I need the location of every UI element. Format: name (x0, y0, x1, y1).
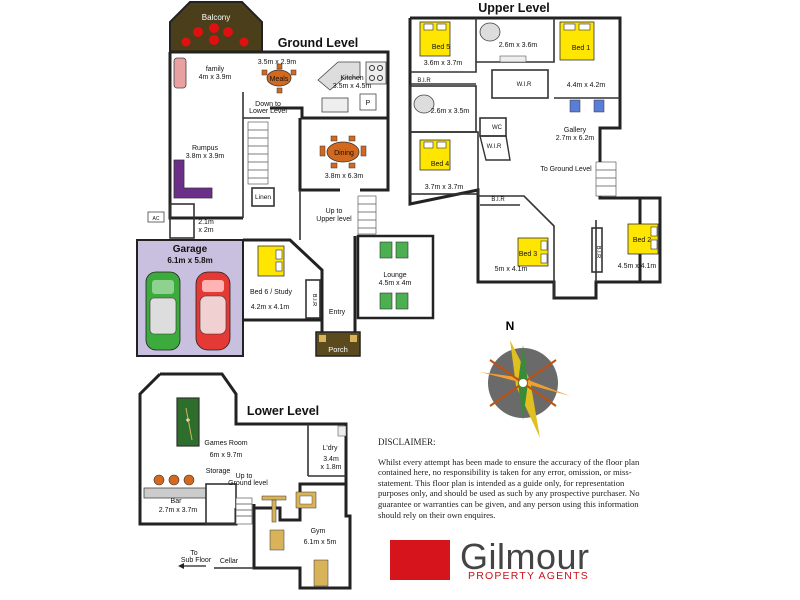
bed4-size: 3.7m x 3.7m (425, 184, 464, 191)
gallery-label: Gallery (564, 127, 587, 134)
meals-size: 3.5m x 2.9m (258, 59, 297, 66)
bar-label: Bar (171, 498, 183, 505)
upper-stairs (595, 161, 617, 197)
disclaimer: DISCLAIMER: Whilst every attempt has bee… (378, 437, 648, 520)
bed6-size: 4.2m x 4.1m (251, 304, 290, 311)
linen-label: Linen (255, 194, 271, 201)
laundry-size-1: 3.4m (323, 456, 339, 463)
gym-label: Gym (311, 528, 326, 535)
logo-name: Gilmour (460, 536, 590, 577)
upper-level: Upper Level Bed 5 3.6m x 3.7m B.I.R 2.6m… (408, 1, 662, 300)
pantry-label: P (366, 100, 371, 107)
balcony-label: Balcony (202, 13, 230, 22)
kitchen-size: 3.5m x 4.5m (333, 83, 372, 90)
gym-size: 6.1m x 5m (304, 539, 337, 546)
up-upper-2: Upper level (316, 216, 352, 223)
ground-level-title: Ground Level (278, 36, 359, 50)
garage-label: Garage (173, 244, 208, 255)
bar-size: 2.7m x 3.7m (159, 507, 198, 514)
upper-level-title: Upper Level (478, 1, 550, 15)
lower-stairs (235, 497, 253, 525)
to-ground-label: To Ground Level (540, 166, 592, 173)
gilmour-logo: Gilmour PROPERTY AGENTS (390, 536, 620, 585)
logo-tagline: PROPERTY AGENTS (468, 570, 589, 582)
bed2-size: 4.5m x 4.1m (618, 263, 657, 270)
family-size: 4m x 3.9m (199, 74, 232, 81)
bed4-label: Bed 4 (431, 161, 449, 168)
ground-level: Balcony P Ground Level family 4m x 3.9m … (136, 1, 435, 357)
down-lower-2: Lower Level (249, 108, 287, 115)
red-car (195, 271, 231, 351)
wir1-label: W.I.R (517, 82, 532, 88)
kitchen-label: Kitchen (340, 75, 363, 82)
entry-label: Entry (329, 309, 346, 316)
sub-floor-1: To (190, 550, 198, 557)
ac-label: AC (153, 216, 160, 222)
up-ground-1: Up to (236, 473, 253, 480)
lounge-size: 4.5m x 4m (379, 280, 412, 287)
storage-label: Storage (206, 468, 231, 475)
ensuite-size: 2.6m x 3.6m (499, 42, 538, 49)
bed2-label: Bed 2 (633, 237, 651, 244)
gallery-size: 2.7m x 6.2m (556, 135, 595, 142)
lounge-label: Lounge (383, 272, 406, 279)
small-room-1: 2.1m (198, 219, 214, 226)
compass: N (480, 319, 570, 438)
games-label: Games Room (204, 440, 247, 447)
bath-size: 2.6m x 3.5m (431, 108, 470, 115)
small-room-2: x 2m (198, 227, 213, 234)
meals-label: Meals (270, 76, 289, 83)
down-lower-1: Down to (255, 101, 281, 108)
bed1-size: 4.4m x 4.2m (567, 82, 606, 89)
bed3-bir-label: B.I.R (491, 197, 505, 203)
bed5-size: 3.6m x 3.7m (424, 60, 463, 67)
wir2-label: W.I.R (487, 144, 502, 150)
up-ground-2: Ground level (228, 480, 268, 487)
rumpus-label: Rumpus (192, 145, 219, 152)
bed3-label: Bed 3 (519, 251, 537, 258)
laundry-size-2: x 1.8m (320, 464, 341, 471)
lounge-room (356, 234, 435, 320)
compass-north: N (506, 319, 515, 333)
dining-table (319, 135, 367, 169)
stairs-up (357, 195, 377, 235)
laundry-label: L'dry (323, 445, 338, 452)
lower-level-title: Lower Level (247, 404, 319, 418)
up-upper-1: Up to (326, 208, 343, 215)
lower-level: Lower Level Games Room 6m x 9.7m L'dry 3… (138, 372, 352, 590)
disclaimer-body: Whilst every attempt has been made to en… (378, 456, 640, 520)
cellar-label: Cellar (220, 558, 239, 565)
bed2-bir-label: B.I.R (595, 246, 601, 258)
bed6-label: Bed 6 / Study (250, 289, 293, 296)
wc-label: WC (492, 125, 503, 131)
games-size: 6m x 9.7m (210, 452, 243, 459)
dining-label: Dining (334, 150, 354, 157)
bed5-bir-label: B.I.R (417, 78, 431, 84)
bed3-size: 5m x 4.1m (495, 266, 528, 273)
dining-size: 3.8m x 6.3m (325, 173, 364, 180)
bed5-label: Bed 5 (432, 44, 450, 51)
porch-label: Porch (328, 345, 348, 354)
stairs-down (247, 121, 269, 185)
bed1-label: Bed 1 (572, 45, 590, 52)
logo-red-square (390, 540, 450, 580)
family-label: family (206, 66, 225, 73)
sub-floor-2: Sub Floor (181, 557, 212, 564)
garage-size: 6.1m x 5.8m (167, 256, 212, 265)
green-car (145, 271, 181, 351)
disclaimer-heading: DISCLAIMER: (378, 437, 436, 447)
gym-equipment (261, 491, 329, 587)
rumpus-size: 3.8m x 3.9m (186, 153, 225, 160)
pool-table (176, 397, 200, 447)
bed6-bir-label: B.I.R (311, 294, 317, 306)
